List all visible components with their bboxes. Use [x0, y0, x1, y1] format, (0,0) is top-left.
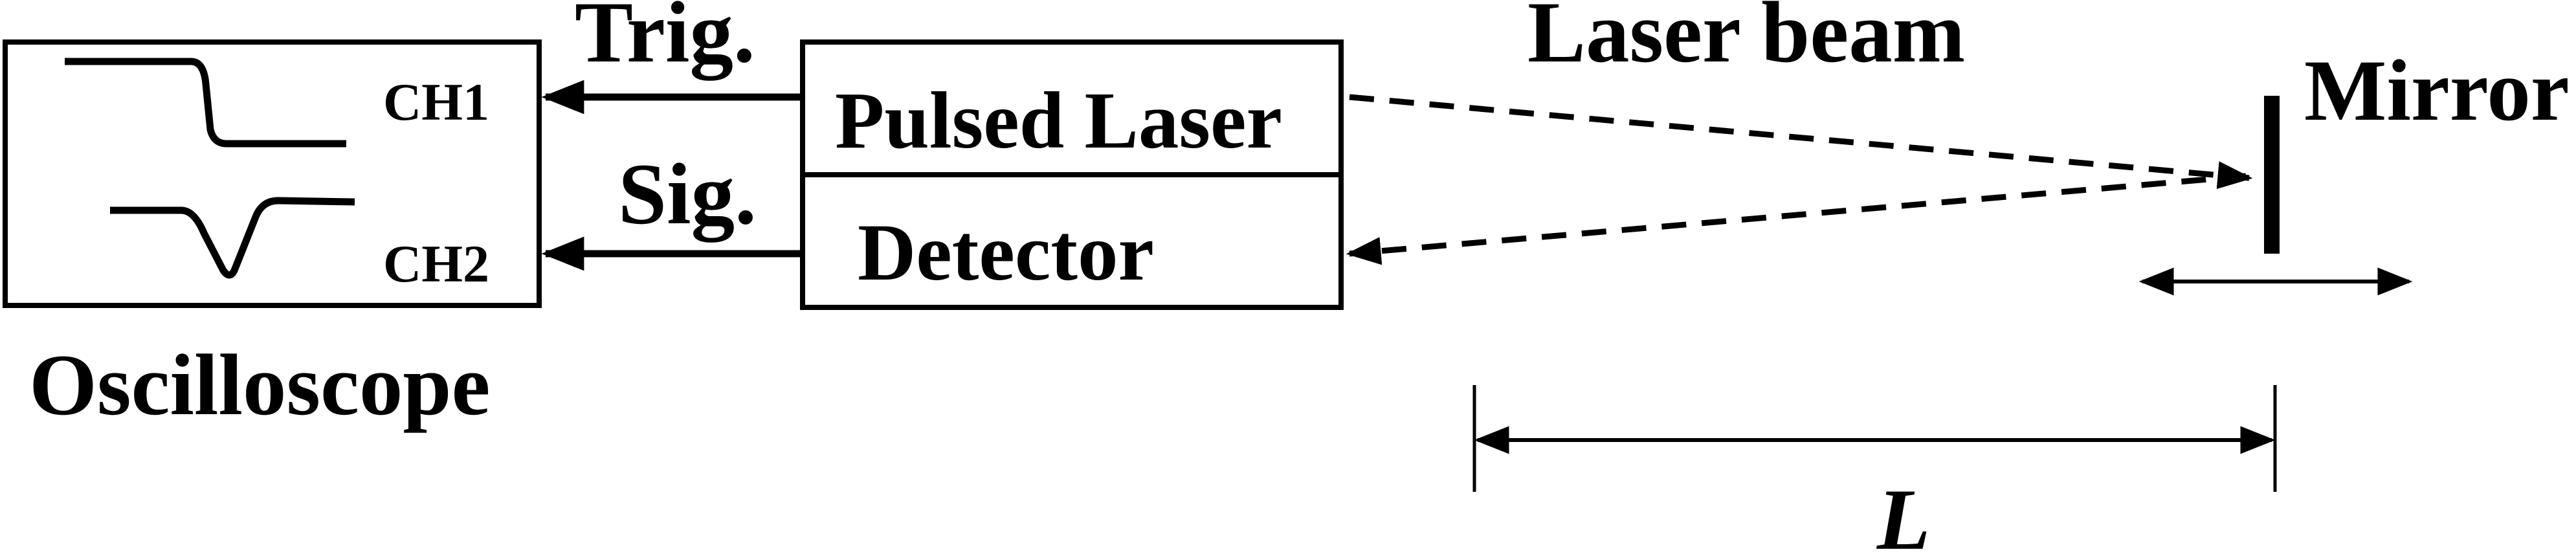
mirror-label: Mirror — [2304, 43, 2570, 139]
return-beam — [1346, 173, 2247, 265]
signal-label: Sig. — [618, 146, 757, 243]
ch2-waveform — [110, 197, 355, 279]
ch1-label: CH1 — [383, 72, 489, 131]
distance-label: L — [1876, 472, 1930, 549]
outgoing-beam — [1349, 94, 2253, 190]
detector-label: Detector — [858, 208, 1154, 298]
trigger-label: Trig. — [575, 0, 755, 81]
ch1-waveform — [65, 58, 346, 148]
laser-beam-label: Laser beam — [1527, 0, 1965, 81]
oscilloscope-box — [3, 39, 542, 308]
pulsed-laser-label: Pulsed Laser — [835, 76, 1282, 166]
oscilloscope-label: Oscilloscope — [29, 337, 490, 434]
ch2-label: CH2 — [383, 234, 489, 293]
